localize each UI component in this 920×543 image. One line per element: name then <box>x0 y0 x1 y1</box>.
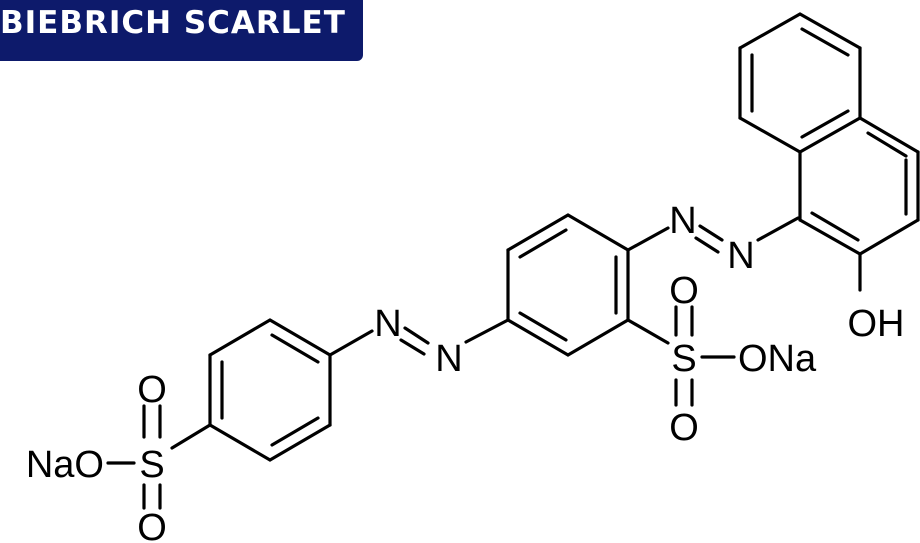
title-banner: BIEBRICH SCARLET <box>0 0 363 61</box>
left-benzene-ring <box>208 318 332 462</box>
atom-o-mid-bottom: O <box>669 407 699 449</box>
atom-o-left-top: O <box>137 369 167 411</box>
second-azo-linkage <box>626 216 800 254</box>
atom-oh: OH <box>848 303 905 345</box>
atom-n4: N <box>727 235 754 277</box>
atom-n3: N <box>669 200 696 242</box>
middle-sulfonate-group <box>626 305 736 407</box>
atom-ona-mid: ONa <box>738 338 817 380</box>
page-title: BIEBRICH SCARLET <box>0 5 346 41</box>
atom-n1: N <box>374 303 401 345</box>
left-sulfonate-group <box>106 404 212 510</box>
middle-benzene-ring <box>506 213 630 357</box>
atom-o-mid-top: O <box>669 270 699 312</box>
naphthalene-ring-system <box>738 12 920 292</box>
atom-s-left: S <box>139 444 164 486</box>
atom-nao-left: NaO <box>26 444 104 486</box>
first-azo-linkage <box>328 318 510 357</box>
atom-o-left-bottom: O <box>137 507 167 543</box>
atom-n2: N <box>435 338 462 380</box>
atom-s-mid: S <box>671 338 696 380</box>
